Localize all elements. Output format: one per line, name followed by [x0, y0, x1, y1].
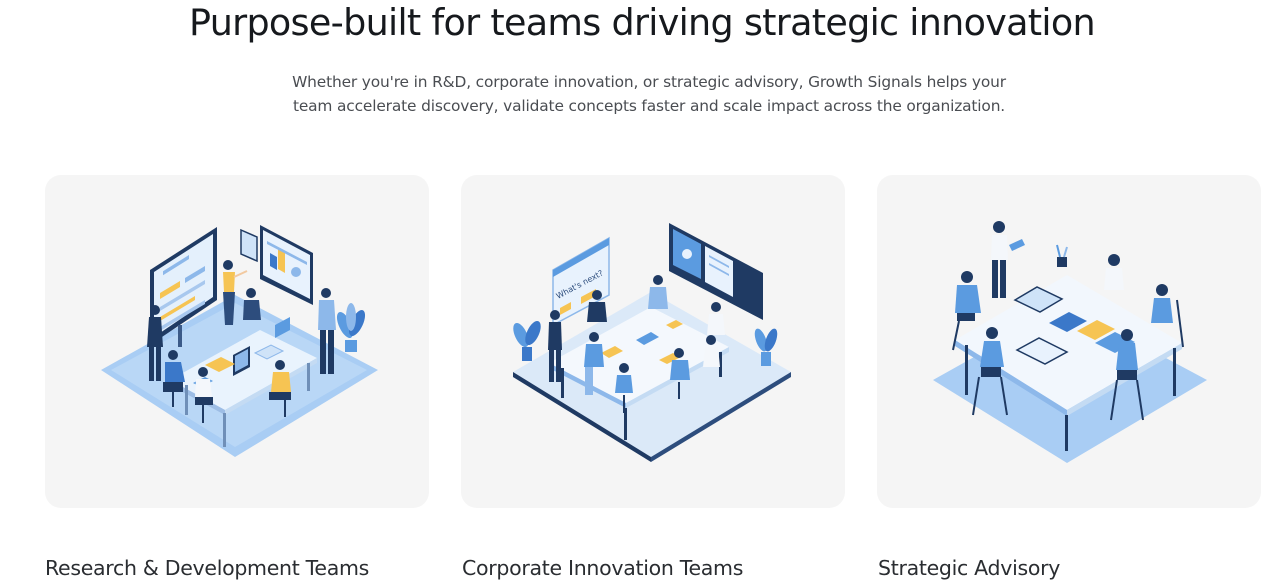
meeting-room-illustration: What's next?: [513, 223, 791, 462]
subtitle-line-2: team accelerate discovery, validate conc…: [292, 97, 1006, 115]
card-research-development: [45, 175, 429, 508]
page-subtitle: Whether you're in R&D, corporate innovat…: [0, 70, 1284, 118]
card-strategic-advisory: [877, 175, 1261, 508]
card-corporate-innovation: What's next?: [461, 175, 845, 508]
advisory-table-illustration: [933, 221, 1207, 463]
card-title-corporate-innovation: Corporate Innovation Teams: [462, 556, 744, 580]
office-team-illustration: [101, 225, 378, 457]
card-title-research-development: Research & Development Teams: [45, 556, 370, 580]
subtitle-line-1: Whether you're in R&D, corporate innovat…: [292, 73, 1006, 91]
page-title: Purpose-built for teams driving strategi…: [189, 1, 1096, 44]
card-title-strategic-advisory: Strategic Advisory: [878, 556, 1061, 580]
